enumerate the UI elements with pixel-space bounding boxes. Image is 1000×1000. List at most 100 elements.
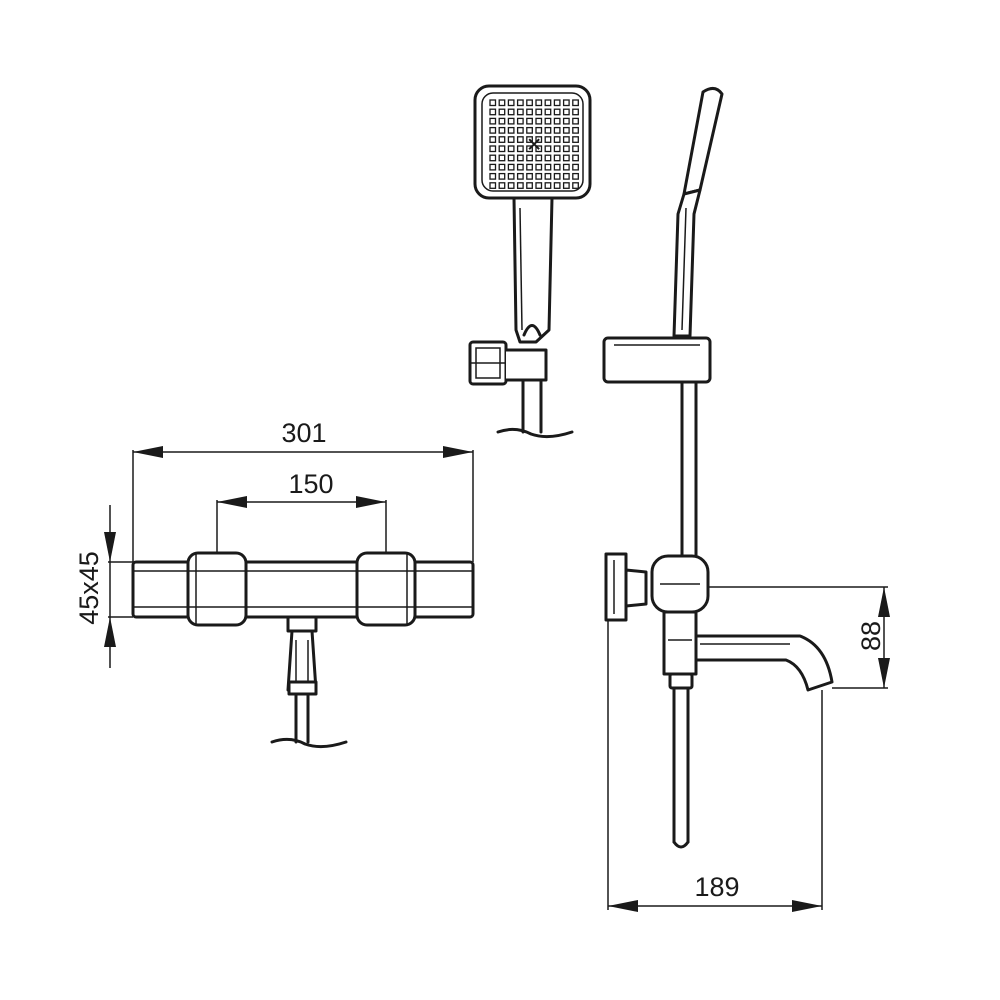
holder-side — [602, 336, 712, 384]
nozzle — [562, 108, 570, 116]
nozzle — [562, 182, 570, 189]
nozzle — [498, 145, 506, 153]
nozzle — [526, 136, 533, 143]
nozzle — [553, 99, 561, 107]
nozzle — [553, 117, 561, 125]
nozzle — [535, 108, 543, 116]
nozzle — [562, 163, 570, 171]
nozzle — [526, 182, 533, 189]
nozzle — [544, 99, 552, 107]
nozzle — [562, 172, 570, 180]
nozzle — [507, 182, 515, 189]
nozzle — [507, 136, 515, 143]
nozzle — [489, 163, 497, 171]
nozzle — [526, 172, 533, 180]
shower-head-side — [682, 87, 724, 196]
nozzle — [498, 99, 506, 107]
nozzle — [516, 172, 524, 180]
nozzle — [544, 126, 552, 134]
nozzle — [526, 99, 533, 107]
nozzle — [507, 108, 515, 116]
nozzle — [535, 172, 543, 180]
nozzle — [562, 99, 570, 107]
nozzle — [553, 154, 561, 162]
nozzle — [535, 154, 543, 162]
center-cross — [528, 138, 540, 150]
nozzle — [572, 136, 579, 143]
nozzle — [489, 126, 497, 134]
nozzle — [507, 163, 515, 171]
nozzle — [562, 117, 570, 125]
mixer-front-view — [131, 551, 475, 749]
dimension-handle-spacing: 150 — [216, 469, 387, 553]
nozzle — [526, 108, 533, 116]
nozzle — [544, 182, 552, 189]
nozzle — [572, 182, 579, 189]
nozzle — [489, 145, 497, 153]
nozzle — [498, 172, 506, 180]
nozzle — [535, 117, 543, 125]
nozzle — [572, 172, 579, 180]
nozzle — [498, 182, 506, 189]
nozzle — [544, 172, 552, 180]
nozzle — [516, 126, 524, 134]
nozzle — [516, 163, 524, 171]
nozzle — [516, 154, 524, 162]
nozzle — [489, 136, 497, 143]
dimension-projection: 189 — [607, 620, 823, 912]
nozzle — [562, 136, 570, 143]
nozzle — [572, 154, 579, 162]
nozzle — [544, 136, 552, 143]
nozzle — [498, 126, 506, 134]
nozzle — [489, 172, 497, 180]
nozzle — [553, 136, 561, 143]
nozzle — [526, 145, 533, 153]
nozzle — [526, 126, 533, 134]
nozzle — [498, 163, 506, 171]
dimension-label-45x45: 45x45 — [74, 551, 104, 625]
nozzle — [516, 145, 524, 153]
nozzle — [572, 126, 579, 134]
dimension-label-150: 150 — [288, 469, 333, 499]
nozzle — [572, 108, 579, 116]
dimension-label-88: 88 — [856, 621, 886, 651]
nozzle — [535, 126, 543, 134]
nozzle — [507, 99, 515, 107]
nozzle — [516, 136, 524, 143]
nozzle — [516, 108, 524, 116]
nozzle — [507, 126, 515, 134]
nozzle — [572, 145, 579, 153]
nozzle — [572, 163, 579, 171]
nozzle — [526, 117, 533, 125]
nozzle — [572, 117, 579, 125]
nozzle — [516, 117, 524, 125]
nozzle — [507, 117, 515, 125]
nozzle — [535, 99, 543, 107]
nozzle — [553, 182, 561, 189]
dimension-label-301: 301 — [281, 418, 326, 448]
nozzle — [498, 117, 506, 125]
dimension-label-189: 189 — [694, 872, 739, 902]
nozzle — [553, 163, 561, 171]
hand-shower-front-view — [468, 84, 592, 439]
nozzle — [489, 117, 497, 125]
nozzle — [553, 108, 561, 116]
nozzle — [516, 182, 524, 189]
nozzle — [544, 108, 552, 116]
nozzle — [535, 163, 543, 171]
dimension-spout-height: 88 — [708, 586, 890, 689]
nozzle — [498, 108, 506, 116]
nozzle — [498, 154, 506, 162]
nozzle — [544, 117, 552, 125]
nozzle — [553, 172, 561, 180]
nozzle — [535, 136, 543, 143]
nozzle — [562, 154, 570, 162]
dimension-body-section: 45x45 — [74, 505, 133, 668]
nozzle — [507, 154, 515, 162]
spout — [694, 634, 834, 692]
nozzle — [553, 126, 561, 134]
nozzle — [553, 145, 561, 153]
dimension-overall-width: 301 — [132, 418, 474, 562]
nozzle — [535, 145, 543, 153]
